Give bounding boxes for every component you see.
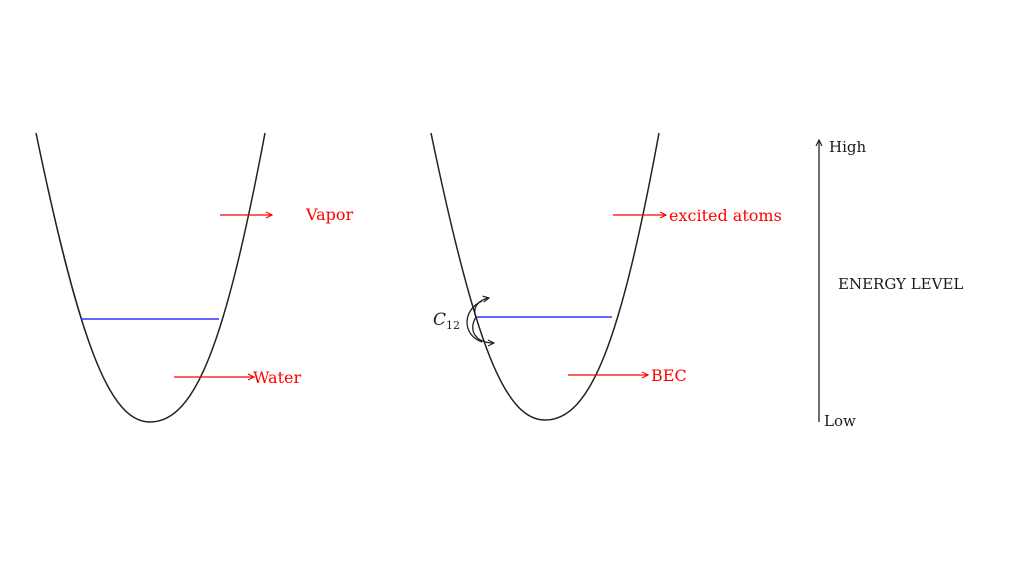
coupling-arrow-down	[472, 316, 494, 343]
right-well: excited atoms BEC C12	[430, 132, 782, 421]
energy-axis: High Low ENERGY LEVEL	[819, 138, 963, 430]
energy-axis-title: ENERGY LEVEL	[838, 275, 963, 293]
water-label: Water	[253, 368, 301, 387]
coupling-arrow-up	[474, 298, 489, 318]
energy-low-label: Low	[824, 412, 856, 430]
excited-atoms-label: excited atoms	[669, 206, 782, 225]
left-well-curve	[35, 132, 266, 423]
coupling-symbol: C	[433, 310, 446, 330]
vapor-label: Vapor	[305, 205, 354, 224]
left-well: Vapor Water	[35, 132, 354, 423]
coupling-label: C12	[433, 310, 460, 332]
energy-high-label: High	[829, 138, 866, 156]
bec-label: BEC	[651, 366, 687, 385]
coupling-subscript: 12	[446, 319, 460, 332]
coupling-arc	[466, 300, 483, 343]
right-well-curve	[430, 132, 660, 421]
